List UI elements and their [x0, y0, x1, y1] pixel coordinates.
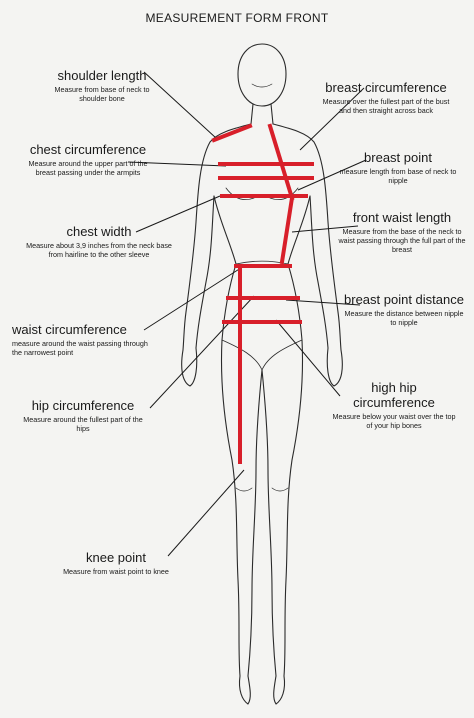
label-description: Measure from base of neck to shoulder bo… — [54, 85, 150, 103]
label-shoulder-length: shoulder length Measure from base of nec… — [42, 68, 162, 103]
label-knee-point: knee point Measure from waist point to k… — [52, 550, 180, 576]
label-title: hip circumference — [31, 398, 135, 413]
breast-point-line — [267, 123, 295, 201]
label-title: shoulder length — [57, 68, 147, 83]
label-title: breast point distance — [344, 292, 464, 307]
label-description: measure around the waist passing through… — [12, 339, 148, 357]
label-description: Measure around the upper part of the bre… — [28, 159, 148, 177]
label-breast-point: breast point measure length from base of… — [336, 150, 460, 185]
label-title: front waist length — [352, 210, 452, 225]
label-title: chest circumference — [29, 142, 147, 157]
label-hip-circumference: hip circumference Measure around the ful… — [18, 398, 148, 433]
label-chest-circumference: chest circumference Measure around the u… — [18, 142, 158, 177]
label-description: Measure about 3,9 inches from the neck b… — [26, 241, 172, 259]
label-high-hip-circumference: high hip circumference Measure below you… — [330, 380, 458, 430]
label-front-waist-length: front waist length Measure from the base… — [334, 210, 470, 254]
label-title: high hip circumference — [353, 380, 435, 410]
label-description: Measure the distance between nipple to n… — [344, 309, 464, 327]
label-title: chest width — [66, 224, 132, 239]
label-description: Measure from waist point to knee — [63, 567, 169, 576]
leader-lines — [127, 71, 367, 557]
label-description: Measure from the base of the neck to wai… — [338, 227, 466, 254]
body-figure-outline — [181, 43, 343, 705]
label-waist-circumference: waist circumference measure around the w… — [12, 322, 152, 357]
label-description: Measure around the fullest part of the h… — [23, 415, 143, 433]
label-title: waist circumference — [12, 322, 127, 337]
label-description: Measure below your waist over the top of… — [332, 412, 456, 430]
label-chest-width: chest width Measure about 3,9 inches fro… — [24, 224, 174, 259]
label-description: measure length from base of neck to nipp… — [339, 167, 457, 185]
label-breast-point-distance: breast point distance Measure the distan… — [344, 292, 464, 327]
label-breast-circumference: breast circumference Measure over the fu… — [320, 80, 452, 115]
label-description: Measure over the fullest part of the bus… — [322, 97, 450, 115]
label-title: breast point — [364, 150, 432, 165]
shoulder-line — [211, 123, 253, 143]
label-title: knee point — [86, 550, 146, 565]
page-title: MEASUREMENT FORM FRONT — [145, 11, 329, 25]
front-waist-line — [279, 195, 295, 265]
measurement-lines — [211, 123, 314, 464]
label-title: breast circumference — [325, 80, 447, 95]
